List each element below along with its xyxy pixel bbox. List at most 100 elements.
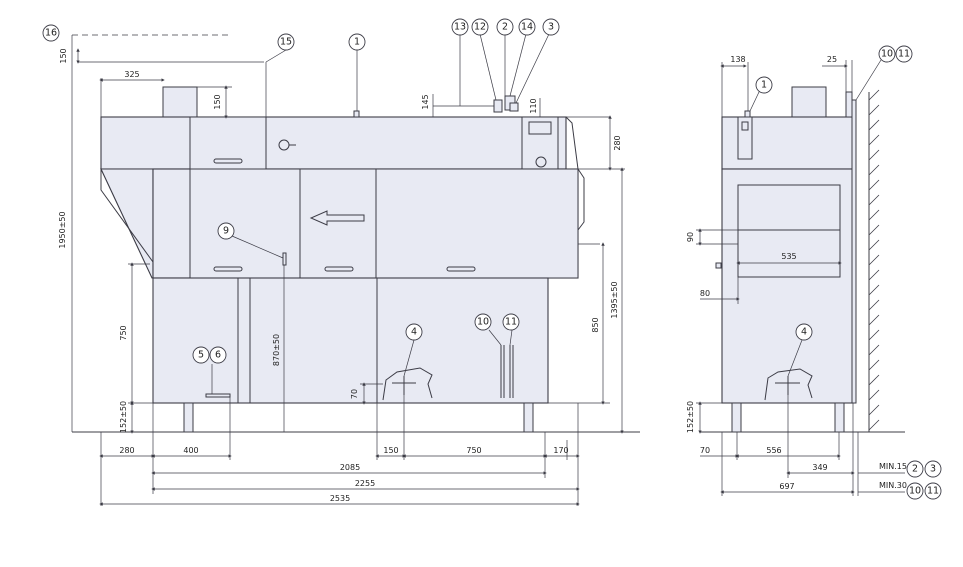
side-dim-152: 152±50 — [686, 401, 695, 433]
side-drain-outlet — [764, 368, 813, 401]
dim-750-bottom: 750 — [466, 446, 481, 455]
dim-400: 400 — [183, 446, 198, 455]
side-callout-10b: 10 — [906, 482, 924, 500]
drain-outlet — [382, 367, 433, 401]
svg-text:2: 2 — [502, 22, 508, 33]
side-leg-left — [731, 402, 742, 433]
inlet-slope — [100, 168, 154, 279]
svg-text:12: 12 — [474, 22, 486, 33]
svg-text:11: 11 — [927, 486, 939, 497]
side-callout-4: 4 — [795, 323, 813, 341]
side-dim-697: 697 — [779, 482, 794, 491]
dim-110: 110 — [529, 98, 538, 113]
door-panel-1 — [189, 168, 301, 279]
dim-145: 145 — [421, 94, 430, 109]
dim-2255: 2255 — [355, 479, 375, 488]
handle-lower-2 — [324, 266, 354, 272]
leg-left — [183, 402, 194, 433]
dim-280-right: 280 — [613, 135, 622, 150]
svg-text:4: 4 — [801, 327, 807, 338]
callout-1: 1 — [348, 33, 366, 51]
side-dim-535: 535 — [781, 252, 796, 261]
svg-text:4: 4 — [411, 327, 417, 338]
svg-text:9: 9 — [223, 226, 229, 237]
dim-150-hood: 150 — [213, 94, 222, 109]
svg-text:10: 10 — [909, 486, 921, 497]
lower-body — [152, 277, 549, 404]
side-dim-80: 80 — [700, 289, 710, 298]
side-fitting — [845, 91, 853, 118]
handle-upper — [213, 158, 243, 164]
callout-3: 3 — [542, 18, 560, 36]
end-bumper — [577, 168, 585, 231]
side-dim-70: 70 — [700, 446, 710, 455]
inlet-slope-edge — [100, 169, 154, 263]
callout-14: 14 — [518, 18, 536, 36]
side-dim-138: 138 — [730, 55, 745, 64]
callout-13: 13 — [451, 18, 469, 36]
side-dim-25: 25 — [827, 55, 837, 64]
callout-16: 16 — [42, 24, 60, 42]
svg-text:3: 3 — [548, 22, 554, 33]
dim-1395: 1395±50 — [610, 281, 619, 318]
part-5-6-marker — [205, 393, 231, 398]
side-leg-right — [834, 402, 845, 433]
dim-325: 325 — [124, 70, 139, 79]
svg-text:5: 5 — [198, 350, 204, 361]
control-display — [528, 121, 552, 135]
door-panel-3 — [375, 168, 579, 279]
handle-lower-1 — [213, 266, 243, 272]
dim-280-bottom: 280 — [119, 446, 134, 455]
side-callout-3: 3 — [924, 460, 942, 478]
side-fitting-1 — [744, 110, 751, 118]
callout-15: 15 — [277, 33, 295, 51]
side-callout-1: 1 — [755, 76, 773, 94]
exhaust-hood — [162, 86, 198, 118]
upper-end-cap — [565, 116, 579, 170]
dim-750: 750 — [119, 325, 128, 340]
dim-170: 170 — [553, 446, 568, 455]
dim-870: 870±50 — [272, 334, 281, 366]
front-view: 150 1950±50 325 150 145 110 280 850 1395… — [42, 18, 640, 506]
svg-text:6: 6 — [215, 350, 221, 361]
svg-text:10: 10 — [477, 317, 489, 328]
callout-2: 2 — [496, 18, 514, 36]
callout-10: 10 — [474, 313, 492, 331]
dim-2085: 2085 — [340, 463, 360, 472]
dim-150-bottom: 150 — [383, 446, 398, 455]
fitting-1 — [353, 110, 360, 118]
side-dim-90: 90 — [686, 232, 695, 242]
dim-2535: 2535 — [330, 494, 350, 503]
direction-arrow-icon — [309, 210, 365, 226]
side-knob — [715, 262, 722, 269]
dim-1950: 1950±50 — [58, 211, 67, 248]
svg-text:3: 3 — [930, 464, 936, 475]
svg-text:14: 14 — [521, 22, 533, 33]
callout-12: 12 — [471, 18, 489, 36]
upper-body — [100, 116, 567, 170]
side-callout-11b: 11 — [924, 482, 942, 500]
svg-text:2: 2 — [912, 464, 918, 475]
leg-right — [523, 402, 534, 433]
fitting-12-13 — [493, 99, 503, 113]
door-panel-2 — [299, 168, 377, 279]
svg-text:16: 16 — [45, 28, 57, 39]
side-view: 138 25 90 535 80 152±50 70 556 349 697 M… — [686, 45, 942, 500]
callout-6: 6 — [209, 346, 227, 364]
dim-70: 70 — [350, 389, 359, 399]
side-callout-2: 2 — [906, 460, 924, 478]
callout-11: 11 — [502, 313, 520, 331]
side-min-15: MIN.15 — [879, 462, 907, 471]
svg-text:1: 1 — [354, 37, 360, 48]
dim-152: 152±50 — [119, 401, 128, 433]
callout-9: 9 — [217, 222, 235, 240]
side-control-display — [741, 121, 749, 131]
svg-text:15: 15 — [280, 37, 292, 48]
side-hood — [791, 86, 827, 118]
side-min-30: MIN.30 — [879, 481, 907, 490]
handle-lower-3 — [446, 266, 476, 272]
control-knob — [535, 156, 547, 168]
dim-150-top: 150 — [59, 48, 68, 63]
side-callout-11: 11 — [895, 45, 913, 63]
dim-850: 850 — [591, 317, 600, 332]
